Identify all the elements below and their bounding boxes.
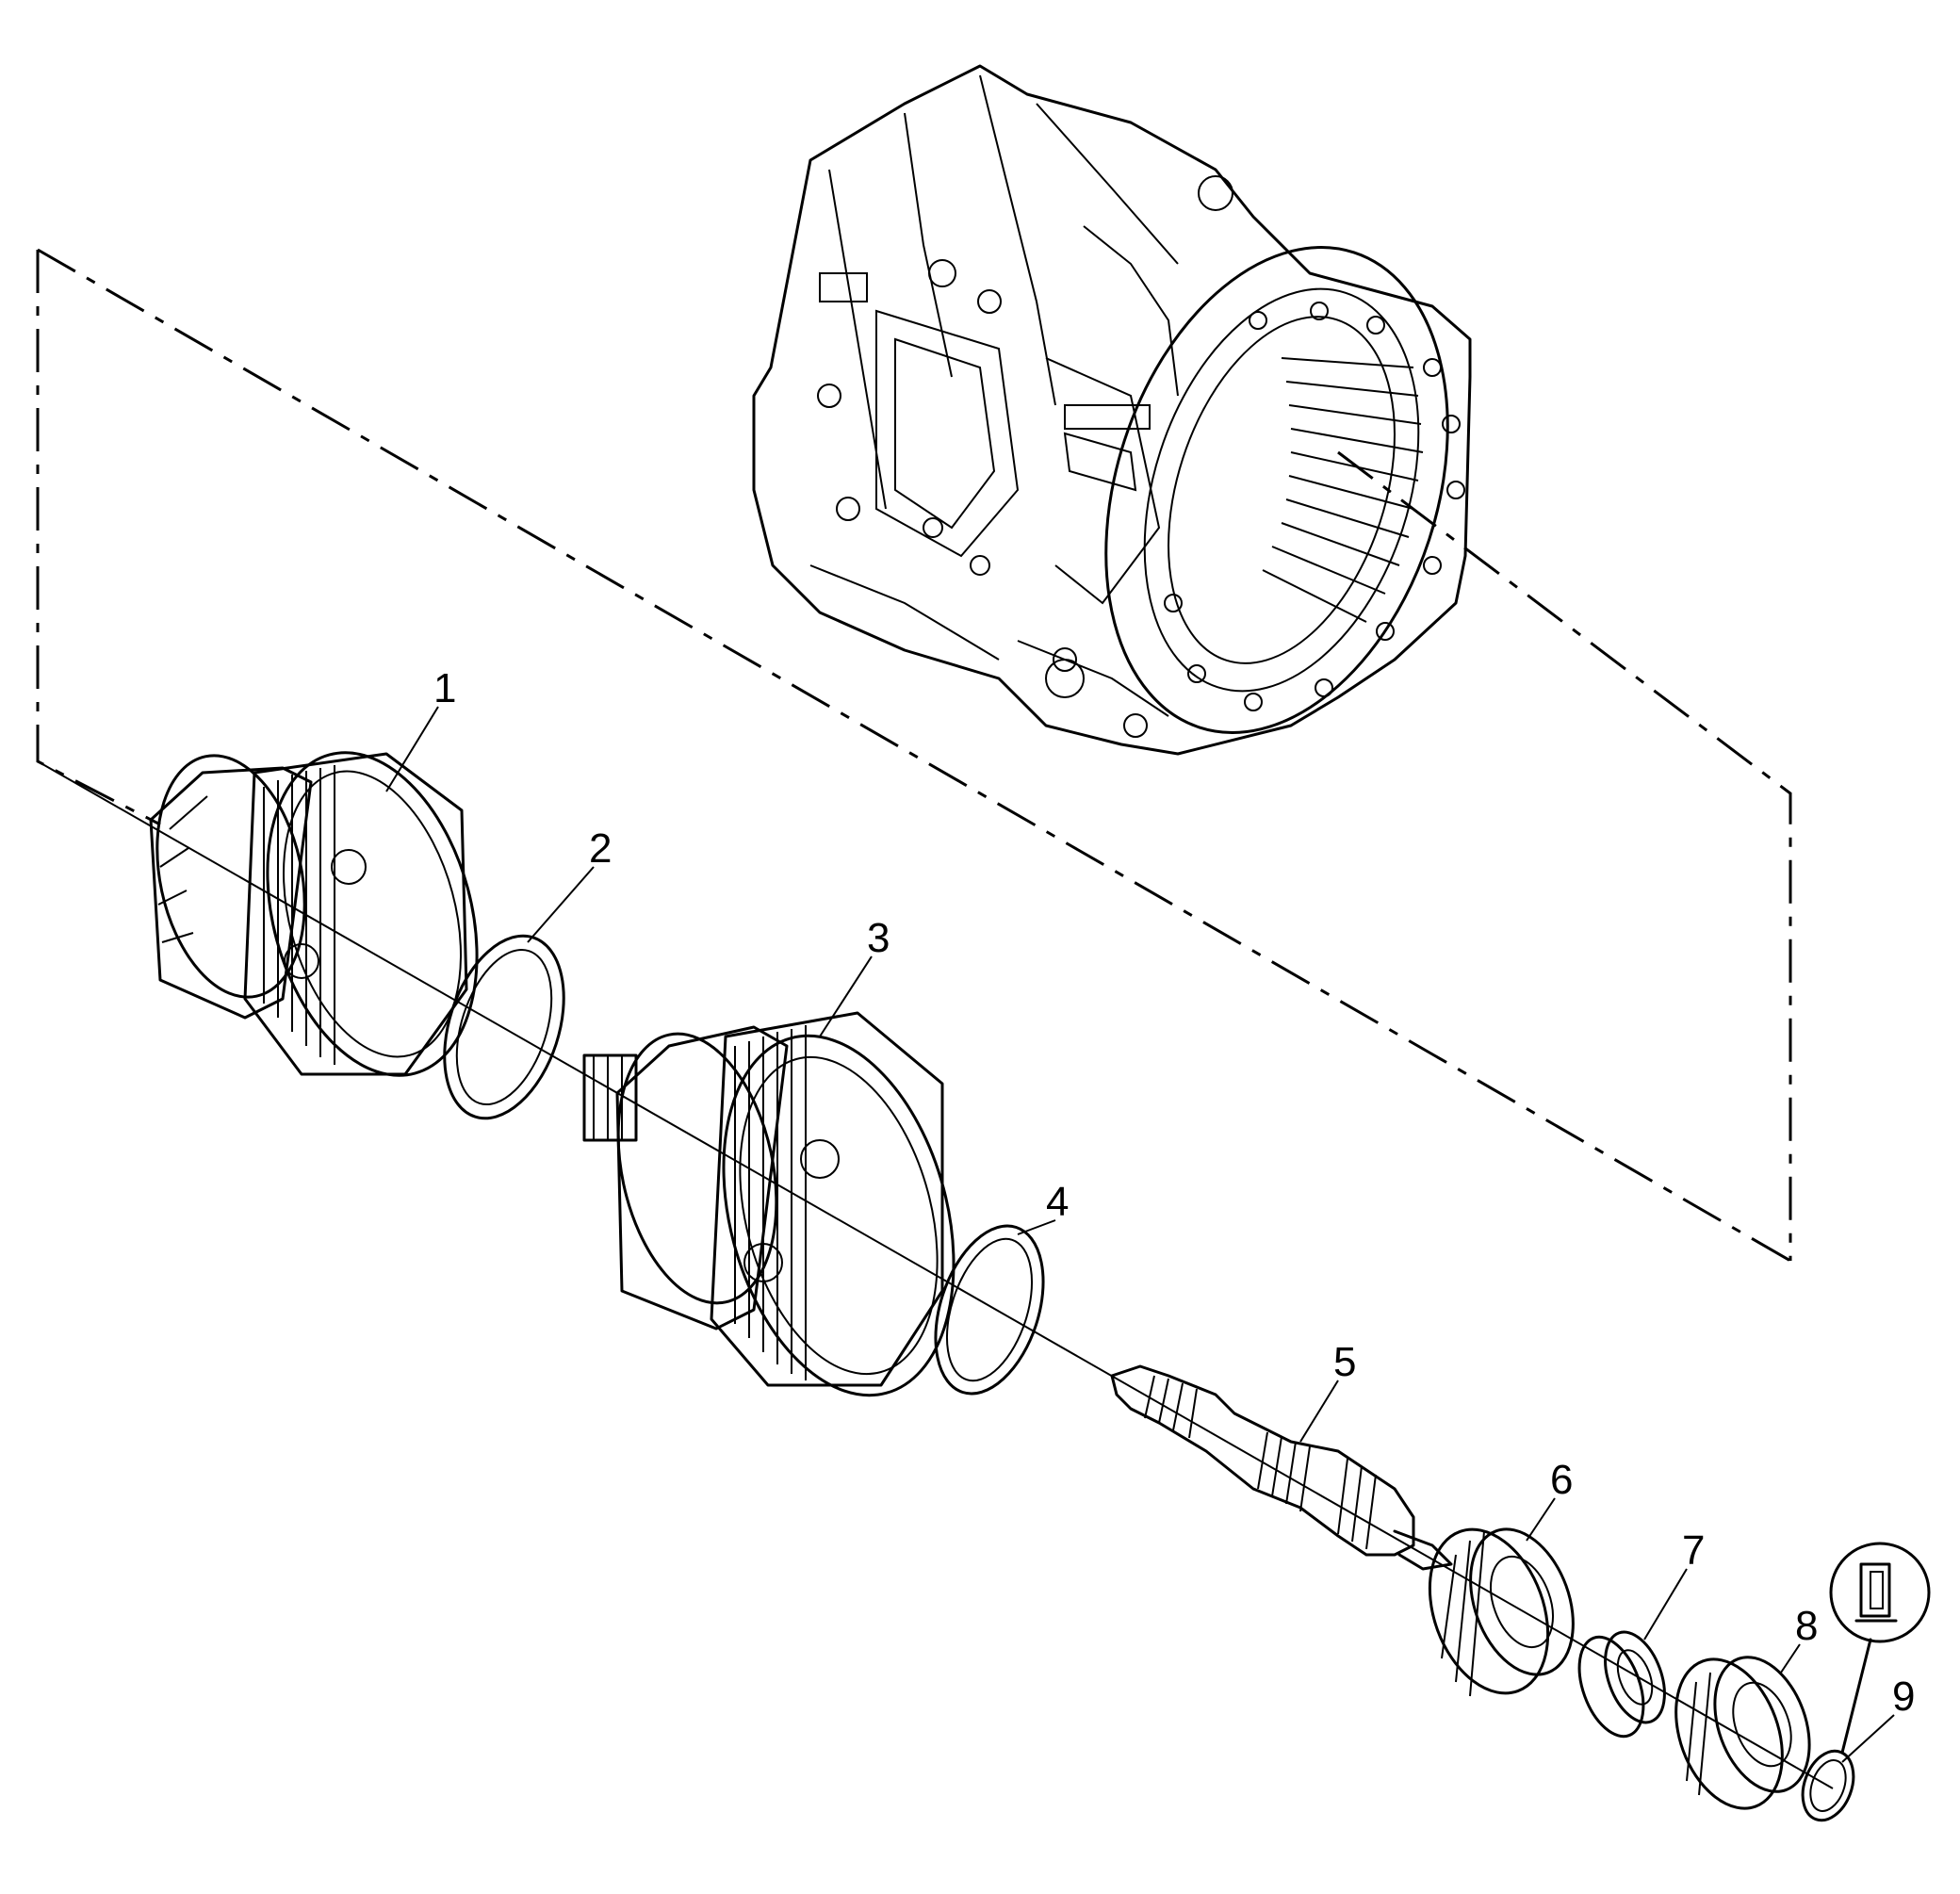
assembly-axis-line <box>37 760 1834 1789</box>
callout-labels: 1 2 3 4 5 6 7 8 9 <box>433 665 1915 1720</box>
part-5-shaft <box>1110 1364 1453 1571</box>
part-4-thrust-washer <box>934 1224 1045 1396</box>
part-8-gear <box>1674 1656 1811 1810</box>
callout-7: 7 <box>1682 1527 1705 1574</box>
part-1-ring-gear-carrier <box>149 751 479 1077</box>
callout-5: 5 <box>1333 1339 1356 1385</box>
alignment-lines <box>36 248 1792 1263</box>
part-7-bushing <box>1577 1630 1666 1739</box>
part-6-gear <box>1428 1527 1575 1697</box>
part-3-ring-gear-carrier <box>582 1011 956 1397</box>
part-9-snap-ring <box>1801 1749 1855 1822</box>
callout-9: 9 <box>1892 1674 1915 1720</box>
callout-8: 8 <box>1795 1603 1818 1649</box>
callout-3: 3 <box>867 915 890 961</box>
callout-4: 4 <box>1046 1179 1069 1225</box>
callout-1: 1 <box>433 665 456 711</box>
part-2-thrust-washer <box>443 934 565 1120</box>
callout-2: 2 <box>589 825 612 872</box>
leader-lines <box>385 706 1895 1763</box>
callout-6: 6 <box>1550 1457 1573 1503</box>
bearing-assembly-note-icon <box>1829 1542 1931 1755</box>
transmission-case <box>752 64 1472 756</box>
